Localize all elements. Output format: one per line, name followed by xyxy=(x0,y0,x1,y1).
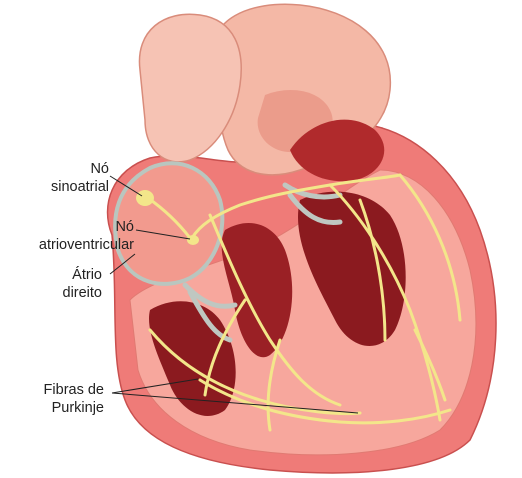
pulmonary-trunk xyxy=(138,13,242,163)
leader-line-right-atrium xyxy=(109,253,136,275)
purkinje-fiber xyxy=(203,298,247,397)
purkinje-fiber xyxy=(398,173,462,322)
av-node xyxy=(187,235,199,245)
purkinje-fiber xyxy=(148,328,362,416)
left-bundle-branch xyxy=(328,183,442,422)
purkinje-fiber xyxy=(413,328,447,402)
interventricular-cavity xyxy=(221,222,293,358)
conduction-system xyxy=(146,173,462,432)
label-purkinje-fibers: Fibras de Purkinje xyxy=(43,382,104,416)
sa-node xyxy=(136,190,154,206)
label-right-atrium: Átrio direito xyxy=(62,267,103,301)
leader-line-sa-node xyxy=(109,175,143,197)
purkinje-fiber xyxy=(358,198,387,342)
right-bundle-branch xyxy=(208,213,342,407)
left-ventricle-cavity xyxy=(298,191,406,347)
leader-lines xyxy=(109,175,359,414)
left-atrium-cavity xyxy=(290,119,385,182)
label-sa-node: Nó sinoatrial xyxy=(50,161,109,195)
leader-line-purkinje-2 xyxy=(111,392,359,414)
purkinje-fiber xyxy=(266,338,282,432)
purkinje-fiber xyxy=(198,378,452,425)
leader-line-av-node xyxy=(135,229,191,240)
label-av-node: Nó atrioventricular xyxy=(38,219,134,253)
leader-line-purkinje-1 xyxy=(111,378,199,394)
tricuspid-valve xyxy=(182,282,238,343)
mitral-valve xyxy=(282,182,343,226)
